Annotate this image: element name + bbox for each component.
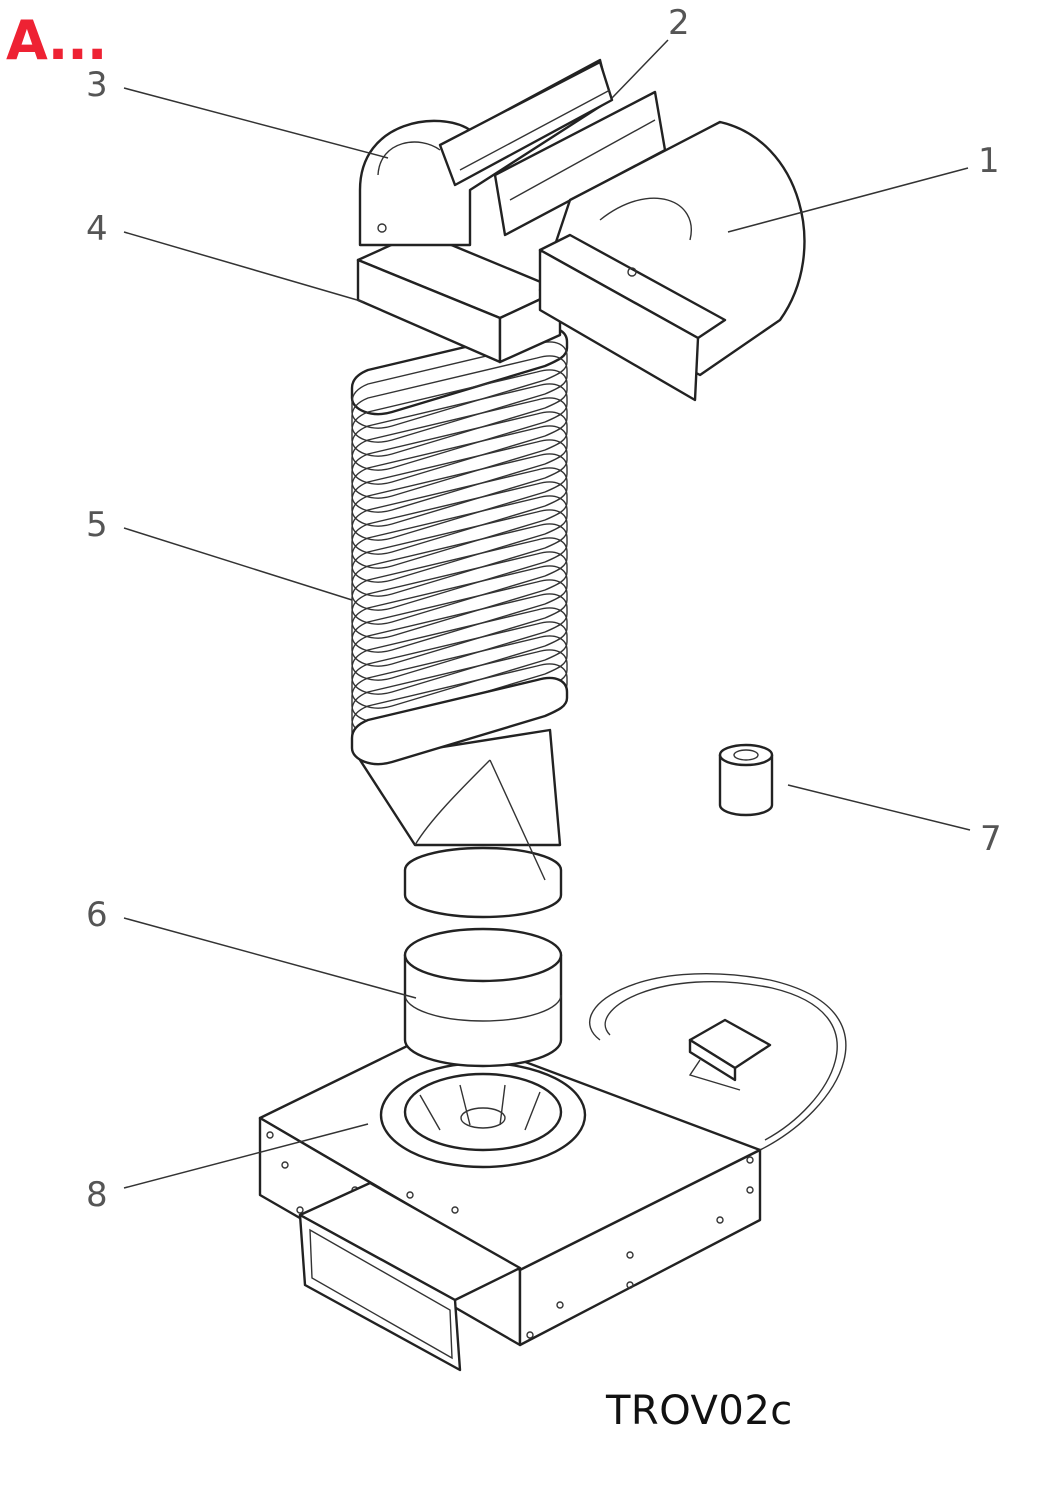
callout-2: 2: [611, 3, 690, 99]
bellows-ring: [350, 676, 569, 766]
bellows-ring: [351, 481, 568, 569]
part-7-bushing: [718, 743, 774, 817]
callout-5: 5: [86, 505, 353, 601]
bellows-ring: [351, 551, 568, 639]
svg-text:5: 5: [86, 505, 108, 545]
bellows-ring: [351, 523, 568, 611]
bellows-ring: [351, 537, 568, 625]
bellows-ring: [351, 565, 568, 653]
callout-3: 3: [86, 65, 389, 159]
part-8-fan-housing: [258, 972, 847, 1372]
bellows-ring: [351, 607, 568, 695]
bellows-ring: [351, 425, 568, 513]
bellows-ring: [351, 355, 568, 443]
svg-text:1: 1: [978, 141, 1000, 181]
brand-logo-text: A...: [6, 9, 107, 72]
callout-1: 1: [727, 141, 1000, 233]
drawing-code: TROV02c: [606, 1388, 793, 1434]
part-5-flexible-duct: [350, 326, 569, 766]
bellows-ring: [351, 453, 568, 541]
svg-text:8: 8: [86, 1175, 108, 1215]
bellows-ring: [351, 383, 568, 471]
bellows-ring: [351, 509, 568, 597]
bellows-ring: [351, 411, 568, 499]
part-1-90-bend: [538, 120, 806, 402]
bellows-ring: [351, 495, 568, 583]
svg-text:3: 3: [86, 65, 108, 105]
svg-text:7: 7: [980, 819, 1002, 859]
callout-6: 6: [86, 895, 417, 999]
bellows-ring: [351, 341, 568, 429]
callout-7: 7: [787, 784, 1002, 859]
bellows-ring: [351, 439, 568, 527]
part-4-rect-connector: [356, 230, 562, 364]
callout-4: 4: [86, 209, 365, 303]
bellows-ring: [351, 621, 568, 709]
svg-text:2: 2: [668, 3, 690, 43]
transition-adapter: [358, 728, 563, 919]
svg-text:6: 6: [86, 895, 108, 935]
bellows-ring: [351, 397, 568, 485]
bellows-ring: [351, 579, 568, 667]
part-6-pipe-sleeve: [403, 927, 563, 1068]
callout-8: 8: [86, 1123, 369, 1215]
bellows-ring: [351, 593, 568, 681]
svg-text:4: 4: [86, 209, 108, 249]
bellows-ring: [351, 369, 568, 457]
bellows-ring: [351, 467, 568, 555]
